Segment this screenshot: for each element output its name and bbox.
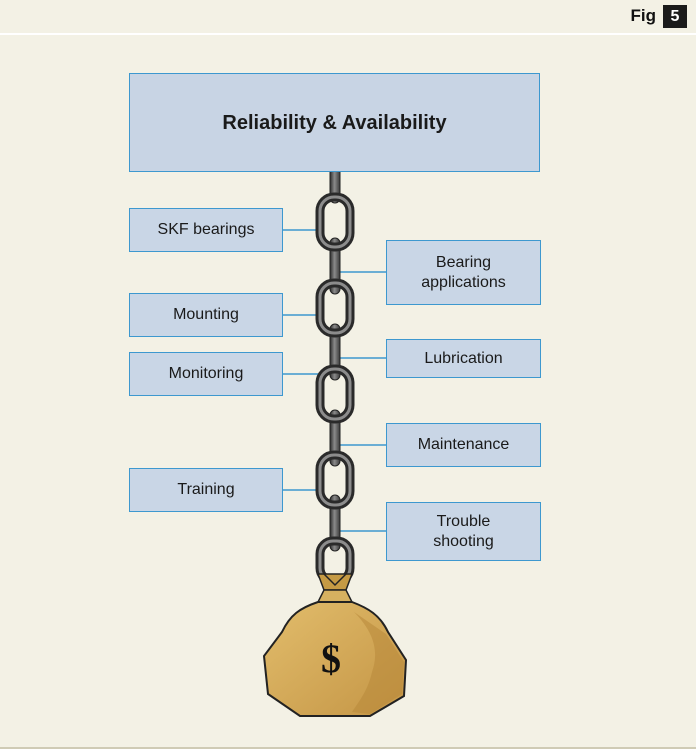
- box-skf-bearings: SKF bearings: [129, 208, 283, 252]
- figure-number: 5: [663, 5, 687, 28]
- left-connectors: [283, 229, 322, 491]
- dollar-sign: $: [321, 636, 341, 681]
- figure-header: Fig 5: [0, 0, 696, 35]
- box-training: Training: [129, 468, 283, 512]
- figure-label: Fig: [630, 6, 657, 25]
- chain-icon: [315, 156, 355, 586]
- right-connectors: [340, 271, 386, 532]
- box-lubrication: Lubrication: [386, 339, 541, 378]
- money-bag-icon: $: [262, 573, 408, 717]
- box-trouble-shooting: Trouble shooting: [386, 502, 541, 561]
- box-bearing-applications: Bearing applications: [386, 240, 541, 305]
- reliability-availability-title: Reliability & Availability: [129, 73, 540, 172]
- box-mounting: Mounting: [129, 293, 283, 337]
- box-maintenance: Maintenance: [386, 423, 541, 467]
- box-monitoring: Monitoring: [129, 352, 283, 396]
